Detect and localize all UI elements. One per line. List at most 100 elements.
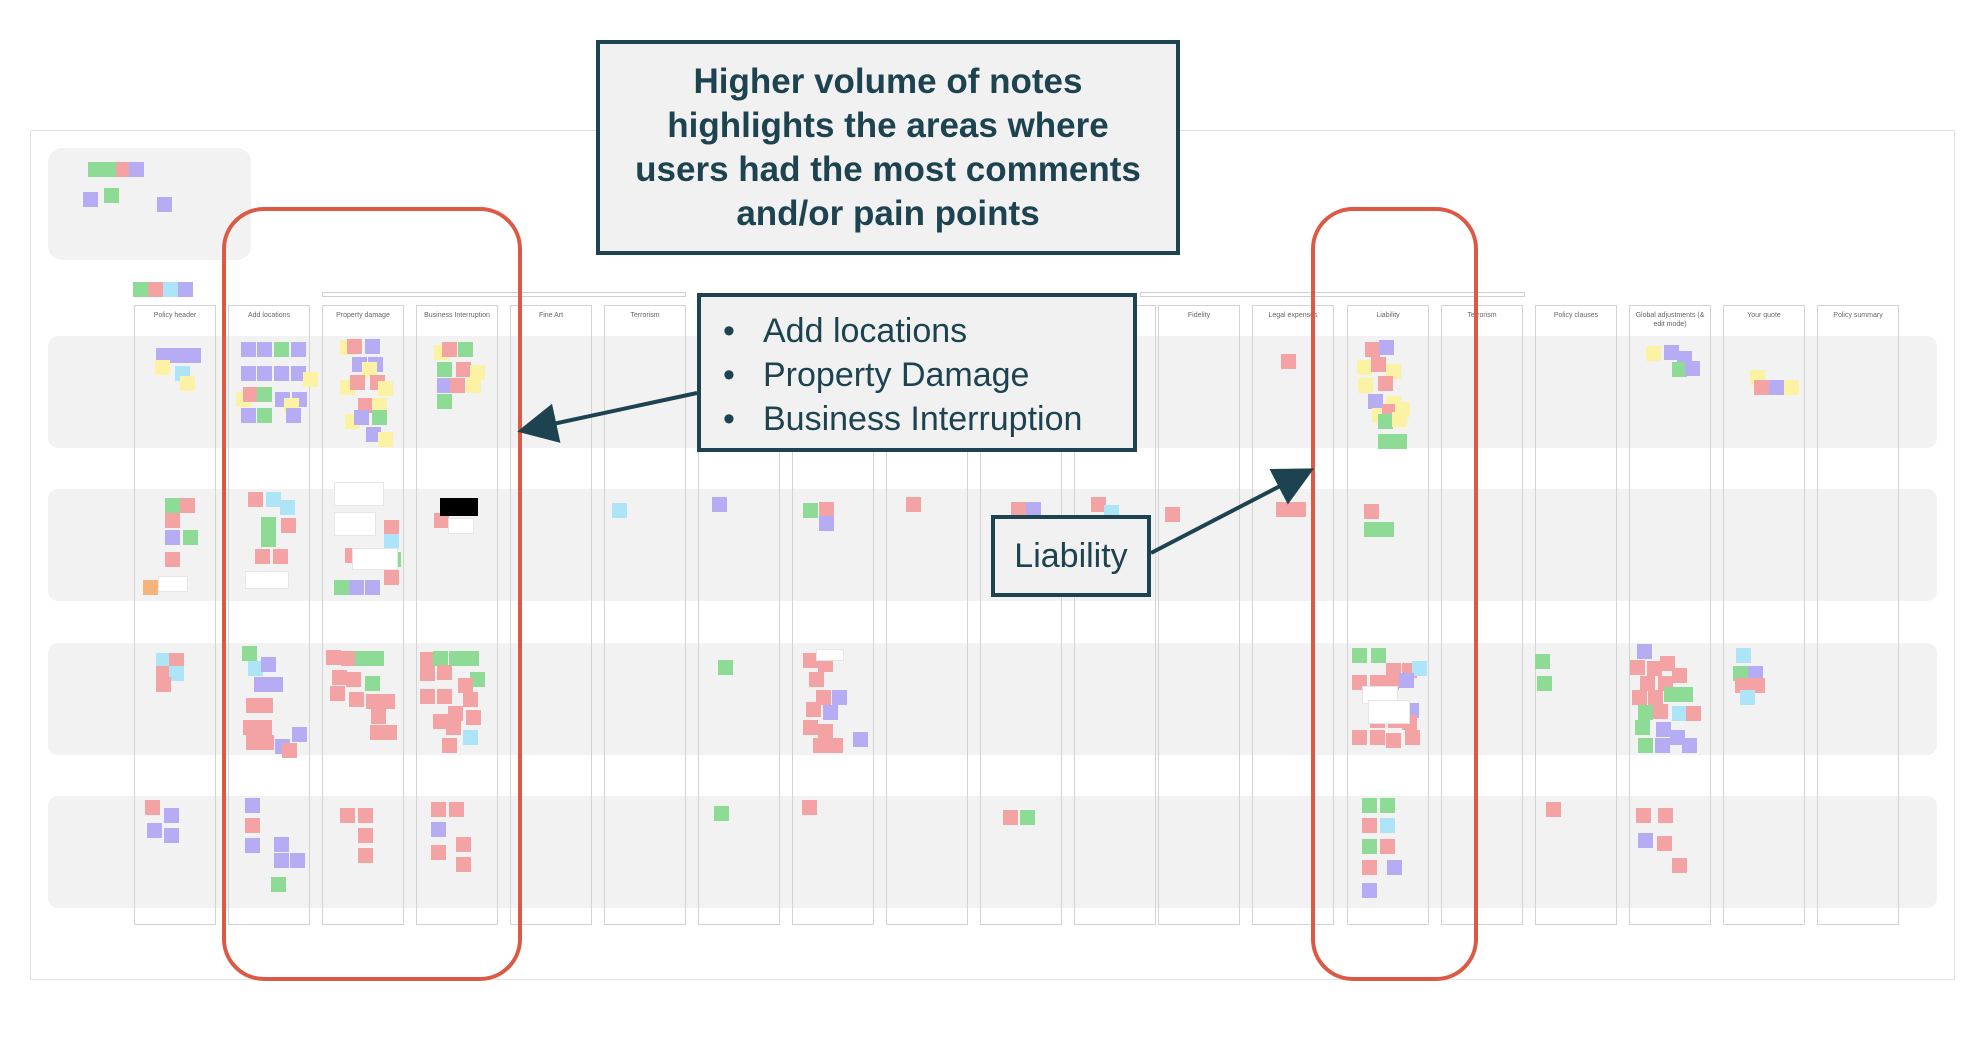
sticky-note[interactable]	[1276, 502, 1291, 517]
sticky-note[interactable]	[1670, 730, 1685, 745]
sticky-note[interactable]	[456, 837, 471, 852]
sticky-note[interactable]	[906, 497, 921, 512]
sticky-note[interactable]	[245, 838, 260, 853]
sticky-note[interactable]	[371, 709, 386, 724]
sticky-note[interactable]	[274, 366, 289, 381]
sticky-note[interactable]	[1672, 362, 1687, 377]
sticky-note[interactable]	[431, 802, 446, 817]
screenshot-thumbnail[interactable]	[440, 498, 478, 516]
sticky-note[interactable]	[156, 653, 171, 668]
sticky-note[interactable]	[1386, 364, 1401, 379]
sticky-note[interactable]	[1380, 798, 1395, 813]
sticky-note[interactable]	[1657, 836, 1672, 851]
sticky-note[interactable]	[1672, 668, 1687, 683]
screenshot-thumbnail[interactable]	[816, 649, 844, 661]
sticky-note[interactable]	[291, 366, 306, 381]
sticky-note[interactable]	[341, 651, 356, 666]
sticky-note[interactable]	[802, 800, 817, 815]
sticky-note[interactable]	[470, 365, 485, 380]
sticky-note[interactable]	[1362, 839, 1377, 854]
sticky-note[interactable]	[1637, 644, 1652, 659]
sticky-note[interactable]	[712, 497, 727, 512]
sticky-note[interactable]	[382, 725, 397, 740]
sticky-note[interactable]	[1386, 663, 1401, 678]
sticky-note[interactable]	[1638, 833, 1653, 848]
sticky-note[interactable]	[164, 808, 179, 823]
sticky-note[interactable]	[832, 690, 847, 705]
sticky-note[interactable]	[366, 427, 381, 442]
sticky-note[interactable]	[246, 735, 261, 750]
sticky-note[interactable]	[378, 432, 393, 447]
sticky-note[interactable]	[358, 848, 373, 863]
sticky-note[interactable]	[1165, 507, 1180, 522]
screenshot-thumbnail[interactable]	[1368, 700, 1410, 724]
sticky-note[interactable]	[145, 800, 160, 815]
sticky-note[interactable]	[178, 282, 193, 297]
sticky-note[interactable]	[466, 378, 481, 393]
sticky-note[interactable]	[466, 710, 481, 725]
sticky-note[interactable]	[1655, 738, 1670, 753]
sticky-note[interactable]	[1535, 654, 1550, 669]
sticky-note[interactable]	[346, 672, 361, 687]
sticky-note[interactable]	[365, 580, 380, 595]
sticky-note[interactable]	[1386, 733, 1401, 748]
sticky-note[interactable]	[1291, 502, 1306, 517]
screenshot-thumbnail[interactable]	[448, 518, 474, 534]
sticky-note[interactable]	[1399, 673, 1414, 688]
sticky-note[interactable]	[431, 845, 446, 860]
sticky-note[interactable]	[380, 694, 395, 709]
sticky-note[interactable]	[169, 666, 184, 681]
sticky-note[interactable]	[828, 738, 843, 753]
sticky-note[interactable]	[259, 735, 274, 750]
sticky-note[interactable]	[349, 580, 364, 595]
sticky-note[interactable]	[366, 694, 381, 709]
sticky-note[interactable]	[463, 730, 478, 745]
sticky-note[interactable]	[823, 705, 838, 720]
sticky-note[interactable]	[1748, 666, 1763, 681]
sticky-note[interactable]	[1647, 661, 1662, 676]
sticky-note[interactable]	[1656, 722, 1671, 737]
sticky-note[interactable]	[1638, 738, 1653, 753]
sticky-note[interactable]	[257, 387, 272, 402]
sticky-note[interactable]	[431, 822, 446, 837]
sticky-note[interactable]	[257, 408, 272, 423]
sticky-note[interactable]	[273, 549, 288, 564]
sticky-note[interactable]	[1646, 346, 1661, 361]
sticky-note[interactable]	[242, 646, 257, 661]
sticky-note[interactable]	[1026, 502, 1041, 517]
sticky-note[interactable]	[155, 360, 170, 375]
sticky-note[interactable]	[449, 802, 464, 817]
sticky-note[interactable]	[271, 877, 286, 892]
sticky-note[interactable]	[1362, 860, 1377, 875]
sticky-note[interactable]	[1020, 810, 1035, 825]
sticky-note[interactable]	[257, 366, 272, 381]
sticky-note[interactable]	[446, 720, 461, 735]
sticky-note[interactable]	[243, 720, 258, 735]
sticky-note[interactable]	[806, 702, 821, 717]
sticky-note[interactable]	[248, 661, 263, 676]
sticky-note[interactable]	[463, 692, 478, 707]
sticky-note[interactable]	[1281, 354, 1296, 369]
sticky-note[interactable]	[456, 857, 471, 872]
screenshot-thumbnail[interactable]	[158, 576, 188, 592]
sticky-note[interactable]	[261, 517, 276, 532]
sticky-note[interactable]	[183, 530, 198, 545]
sticky-note[interactable]	[437, 665, 452, 680]
sticky-note[interactable]	[1769, 380, 1784, 395]
sticky-note[interactable]	[248, 492, 263, 507]
sticky-note[interactable]	[347, 339, 362, 354]
sticky-note[interactable]	[378, 381, 393, 396]
sticky-note[interactable]	[326, 650, 341, 665]
sticky-note[interactable]	[819, 516, 834, 531]
sticky-note[interactable]	[1740, 690, 1755, 705]
sticky-note[interactable]	[1736, 648, 1751, 663]
sticky-note[interactable]	[1365, 342, 1380, 357]
sticky-note[interactable]	[148, 282, 163, 297]
sticky-note[interactable]	[355, 651, 370, 666]
sticky-note[interactable]	[104, 188, 119, 203]
sticky-note[interactable]	[1357, 360, 1372, 375]
sticky-note[interactable]	[354, 410, 369, 425]
sticky-note[interactable]	[853, 732, 868, 747]
sticky-note[interactable]	[434, 513, 449, 528]
sticky-note[interactable]	[1387, 860, 1402, 875]
